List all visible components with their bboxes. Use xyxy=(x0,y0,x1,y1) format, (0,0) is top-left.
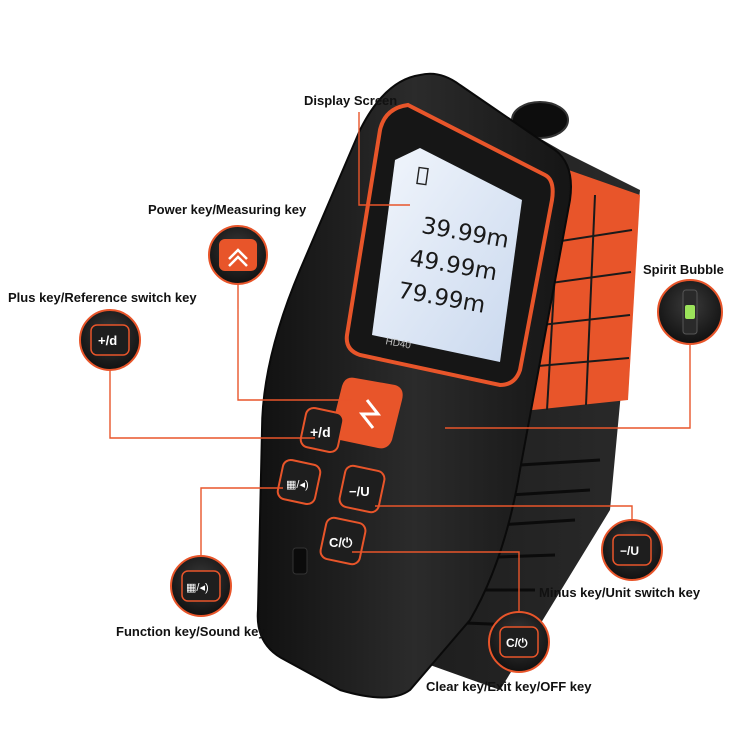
power-key-callout-button xyxy=(219,239,257,271)
plus-key-device[interactable]: +/d xyxy=(299,406,345,454)
device-front: 39.99m 49.99m 79.99m HD40 +/d ▦/◂) −/U xyxy=(256,72,572,699)
minus-key-device-label: −/U xyxy=(349,484,370,499)
minus-key-callout: −/U xyxy=(601,519,663,581)
plus-icon: +/d xyxy=(98,333,117,348)
plus-key-callout: +/d xyxy=(79,309,141,371)
label-spirit-bubble: Spirit Bubble xyxy=(643,262,724,277)
label-minus-key: Minus key/Unit switch key xyxy=(539,585,701,600)
clear-key-device[interactable]: C/⏻ xyxy=(319,516,367,566)
label-power-key: Power key/Measuring key xyxy=(148,202,307,217)
label-function-key: Function key/Sound key xyxy=(116,624,266,639)
chevron-up-icon xyxy=(228,248,248,260)
minus-key-device[interactable]: −/U xyxy=(338,464,386,514)
minus-icon: −/U xyxy=(620,544,639,558)
label-display-screen: Display Screen xyxy=(304,93,398,108)
label-clear-key: Clear key/Exit key/OFF key xyxy=(426,679,592,694)
bottom-slot xyxy=(292,547,308,575)
function-icon: ▦/◂) xyxy=(186,582,209,594)
plus-key-device-label: +/d xyxy=(310,424,331,440)
power-key-callout xyxy=(208,225,268,285)
spirit-bubble-callout xyxy=(657,279,723,345)
clear-key-callout: C/⏻ xyxy=(488,611,550,673)
function-key-callout: ▦/◂) xyxy=(170,555,232,617)
lcd-screen xyxy=(372,148,522,362)
function-key-device[interactable]: ▦/◂) xyxy=(276,458,322,506)
chevron-up-icon-2 xyxy=(228,255,248,267)
clear-icon: C/⏻ xyxy=(506,636,528,650)
model-label: HD40 xyxy=(385,336,413,351)
label-plus-key: Plus key/Reference switch key xyxy=(8,290,197,305)
power-key-device[interactable] xyxy=(331,377,403,449)
function-key-device-label: ▦/◂) xyxy=(286,479,309,491)
battery-icon xyxy=(416,166,429,186)
clear-key-device-label: C/⏻ xyxy=(329,535,353,550)
leader-lines xyxy=(109,112,691,614)
bubble-icon xyxy=(685,305,695,319)
